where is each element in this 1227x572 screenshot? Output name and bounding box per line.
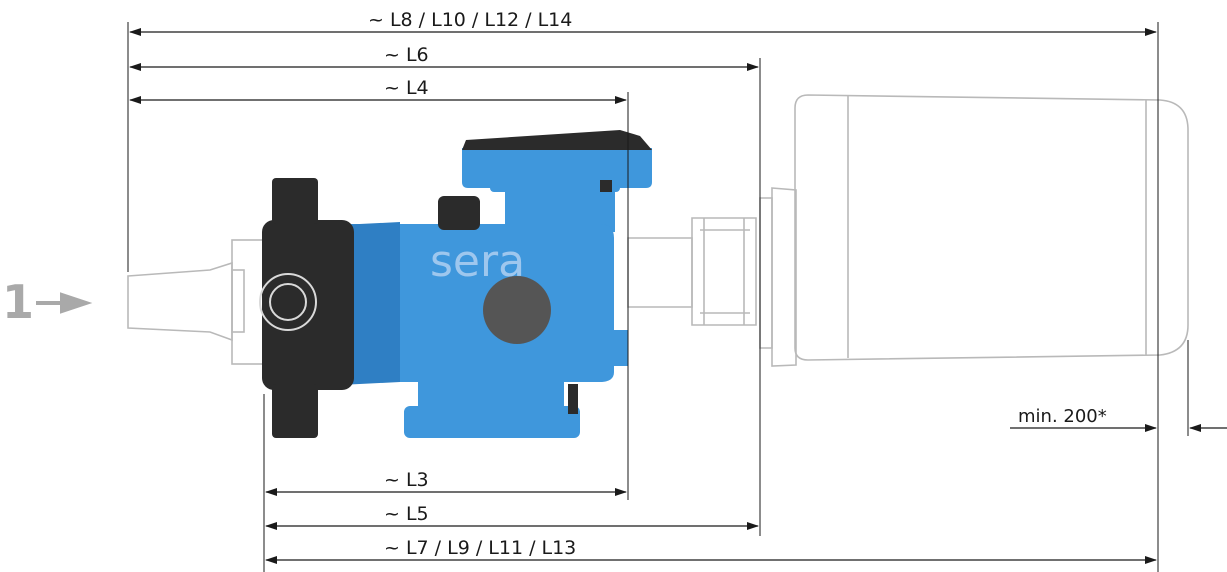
left-valve-outline [127,239,265,365]
extension-lines [127,22,1159,572]
clearance-label: min. 200* [1018,406,1107,427]
callout-arrow-icon [36,292,93,314]
dim-label-overall-top: ~ L8 / L10 / L12 / L14 [368,9,572,31]
callout-1: 1 [2,275,93,329]
dimension-l4: ~ L4 [129,77,627,104]
dimension-overall-top: ~ L8 / L10 / L12 / L14 [129,9,1157,36]
brand-logo: sera [430,236,525,287]
dimension-l6: ~ L6 [129,44,759,71]
pump-body [320,130,652,438]
dim-label-l4: ~ L4 [384,77,429,99]
motor-outline [627,94,1189,367]
dimension-clearance: min. 200* [1010,340,1227,436]
dim-label-l3: ~ L3 [384,469,429,491]
dimension-l3: ~ L3 [265,469,627,496]
pump-head [259,178,354,438]
callout-number: 1 [2,275,34,329]
dim-label-l6: ~ L6 [384,44,429,66]
dimension-overall-bottom: ~ L7 / L9 / L11 / L13 [265,537,1157,564]
dim-label-l5: ~ L5 [384,503,429,525]
dimension-l5: ~ L5 [265,503,759,530]
dim-label-overall-bottom: ~ L7 / L9 / L11 / L13 [384,537,576,559]
